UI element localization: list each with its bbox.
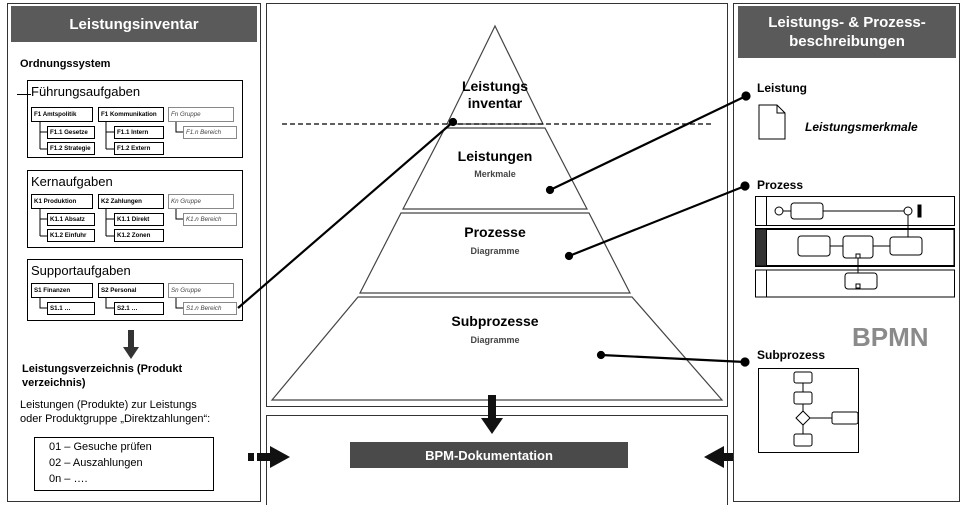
box-s2-1: S2.1 …: [114, 302, 164, 315]
connector-merkmale-to-leistung: [549, 95, 747, 191]
box-f1-2-strategie: F1.2 Strategie: [47, 142, 95, 155]
box-s1-n-bereich: S1.n Bereich: [183, 302, 237, 315]
box-fn-gruppe: Fn Gruppe: [168, 107, 234, 122]
subprozess-label: Subprozess: [757, 348, 826, 362]
box-f1-1-gesetze: F1.1 Gesetze: [47, 126, 95, 139]
prozess-label: Prozess: [757, 178, 804, 192]
group-supportaufgaben-title: Supportaufgaben: [31, 263, 131, 278]
box-k1-2-einfuhr: K1.2 Einfuhr: [47, 229, 95, 242]
box-k1-2-zonen: K1.2 Zonen: [114, 229, 164, 242]
right-header-line-1: Leistungs- & Prozess-: [768, 14, 926, 31]
process-thumbnail: [755, 196, 955, 298]
pyramid-level-4: [270, 296, 724, 401]
level4-title: Subprozesse: [451, 313, 539, 329]
leistung-label: Leistung: [757, 81, 807, 95]
box-f1-1-intern: F1.1 Intern: [114, 126, 164, 139]
bpmn-label: BPMN: [852, 322, 929, 352]
list-item: 01 – Gesuche prüfen: [49, 441, 152, 453]
down-arrow-left: [123, 330, 139, 359]
level4-subtitle: Diagramme: [470, 335, 520, 345]
box-k1-1-absatz: K1.1 Absatz: [47, 213, 95, 226]
box-sn-gruppe: Sn Gruppe: [168, 283, 234, 298]
connector-bereich-to-inventar: [237, 121, 454, 309]
verzeichnis-desc-2: oder Produktgruppe „Direktzahlungen“:: [20, 413, 211, 425]
box-f1-2-extern: F1.2 Extern: [114, 142, 164, 155]
box-s2-personal: S2 Personal: [98, 283, 164, 298]
right-header-line-2: beschreibungen: [789, 33, 905, 50]
box-s1-1: S1.1 …: [47, 302, 95, 315]
document-icon: [758, 104, 786, 140]
box-f1-n-bereich: F1.n Bereich: [183, 126, 237, 139]
list-item: 02 – Auszahlungen: [49, 457, 143, 469]
ordnungssystem-label: Ordnungssystem: [20, 58, 111, 70]
box-k1-n-bereich: K1.n Bereich: [183, 213, 237, 226]
pyramid-level-2: [402, 127, 588, 210]
level3-subtitle: Diagramme: [470, 246, 520, 256]
verzeichnis-desc-1: Leistungen (Produkte) zur Leistungs: [20, 399, 197, 411]
box-f1-kommunikation: F1 Kommunikation: [98, 107, 164, 122]
box-k2-zahlungen: K2 Zahlungen: [98, 194, 164, 209]
bpm-dokumentation-bar: BPM-Dokumentation: [350, 442, 628, 468]
group-fuehrungsaufgaben-title: Führungsaufgaben: [31, 84, 141, 99]
level1-title-1: Leistungs: [461, 78, 529, 94]
leistungen-list-box: 01 – Gesuche prüfen 02 – Auszahlungen 0n…: [34, 437, 214, 491]
level2-title: Leistungen: [457, 148, 533, 164]
left-panel-header: Leistungsinventar: [11, 6, 257, 42]
level3-title: Prozesse: [464, 224, 526, 240]
level1-title-2: inventar: [467, 95, 523, 111]
box-f1-amtspolitik: F1 Amtspolitik: [31, 107, 93, 122]
list-item: 0n – ….: [49, 473, 88, 485]
verzeichnis-title-2: verzeichnis): [22, 377, 86, 389]
arrow-right-into-bpm: [248, 446, 290, 468]
group-kernaufgaben-title: Kernaufgaben: [31, 174, 113, 189]
down-arrow-center: [481, 395, 503, 434]
box-k1-produktion: K1 Produktion: [31, 194, 93, 209]
leistungsmerkmale-label: Leistungsmerkmale: [805, 120, 918, 134]
subprocess-thumbnail: [758, 368, 859, 453]
connector-subprozesse-to-subprozess: [600, 353, 746, 364]
box-k1-1-direkt: K1.1 Direkt: [114, 213, 164, 226]
box-s1-finanzen: S1 Finanzen: [31, 283, 93, 298]
verzeichnis-title-1: Leistungsverzeichnis (Produkt: [22, 363, 183, 375]
pyramid-level-3: [359, 212, 631, 294]
right-panel-header: Leistungs- & Prozess- beschreibungen: [738, 6, 956, 58]
left-header-text: Leistungsinventar: [69, 15, 199, 33]
bpm-dokumentation-label: BPM-Dokumentation: [425, 447, 553, 463]
connector-prozesse-to-prozess: [568, 184, 746, 258]
level2-subtitle: Merkmale: [474, 169, 516, 179]
box-kn-gruppe: Kn Gruppe: [168, 194, 234, 209]
group-tick-line: [17, 94, 31, 95]
